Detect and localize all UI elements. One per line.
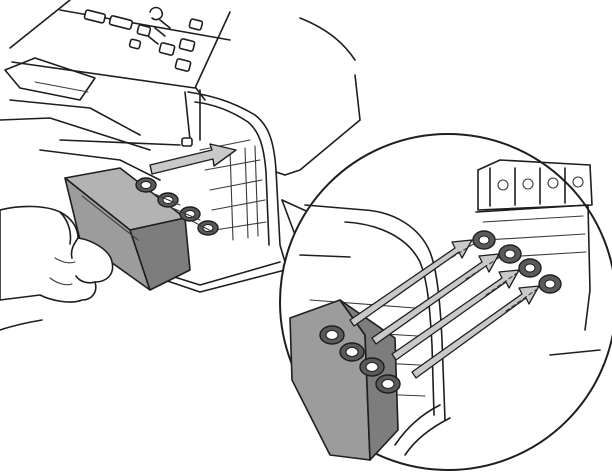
alignment-arrow bbox=[411, 285, 540, 379]
connector bbox=[339, 342, 365, 362]
connector bbox=[498, 244, 522, 264]
panel-button bbox=[174, 58, 192, 72]
alignment-arrows bbox=[349, 239, 540, 379]
magnified-holder-connectors bbox=[319, 325, 401, 394]
panel-button bbox=[136, 24, 152, 37]
connector bbox=[538, 274, 562, 294]
socket-block bbox=[475, 159, 601, 356]
magnified-holder bbox=[289, 299, 399, 461]
connector bbox=[135, 177, 157, 193]
alignment-arrow bbox=[371, 253, 500, 345]
printer-side-connectors bbox=[472, 230, 562, 294]
control-panel bbox=[83, 6, 204, 72]
panel-button bbox=[178, 38, 196, 52]
holder-connectors bbox=[135, 177, 219, 236]
connector bbox=[359, 357, 385, 377]
alignment-arrow bbox=[391, 269, 520, 361]
panel-button bbox=[108, 15, 134, 30]
connector bbox=[375, 374, 401, 394]
connector bbox=[518, 258, 542, 278]
panel-keypad bbox=[147, 19, 171, 45]
panel-button bbox=[83, 9, 107, 24]
alignment-arrow bbox=[349, 239, 473, 327]
panel-button bbox=[158, 42, 176, 56]
cover-latch bbox=[181, 91, 193, 147]
connector bbox=[319, 325, 345, 345]
cartridge-holder bbox=[64, 167, 191, 291]
hand bbox=[0, 205, 114, 331]
panel-button bbox=[128, 38, 142, 50]
guide-lines bbox=[439, 242, 541, 312]
dial-icon bbox=[149, 6, 164, 21]
panel-button bbox=[188, 18, 204, 31]
insert-arrow bbox=[149, 143, 237, 175]
connector bbox=[472, 230, 496, 250]
magnified-callout bbox=[279, 133, 612, 471]
